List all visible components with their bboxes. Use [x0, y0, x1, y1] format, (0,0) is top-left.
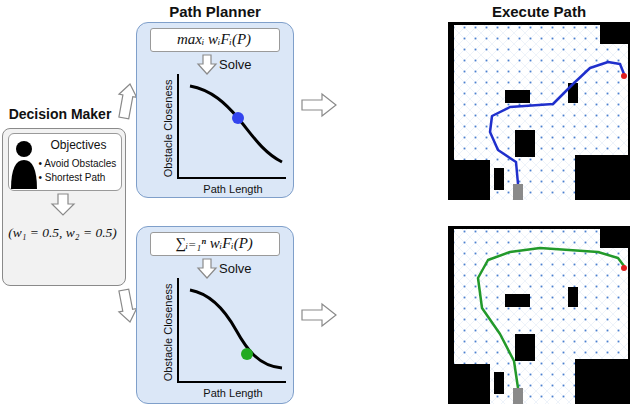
- flow-arrow: [302, 304, 336, 326]
- formula-box: maxᵢ wᵢFᵢ(P): [150, 28, 280, 52]
- axis-label: Path Length: [183, 387, 283, 400]
- solve-label: Solve: [219, 58, 263, 73]
- column-heading: Execute Path: [479, 3, 599, 20]
- planner-box: SolveObstacle ClosenessPath Length maxᵢ w…: [136, 22, 294, 198]
- decision-box: (w₁ = 0.5, w₂ = 0.5) Objectives • Avoid O…: [2, 128, 126, 286]
- formula-text: maxᵢ wᵢFᵢ(P): [151, 31, 278, 48]
- objective-item: • Avoid Obstacles: [39, 158, 117, 170]
- planner-box: SolveObstacle ClosenessPath Length ∑ᵢ₌₁ⁿ …: [136, 226, 294, 404]
- column-heading: Path Planner: [155, 3, 275, 20]
- weights-text: (w₁ = 0.5, w₂ = 0.5): [3, 225, 122, 241]
- column-heading: Decision Maker: [0, 106, 120, 122]
- map-top: [448, 22, 630, 200]
- objectives-box: Objectives • Avoid Obstacles • Shortest Pa…: [8, 133, 123, 191]
- axis-label: Obstacle Closeness: [162, 277, 175, 389]
- flow-arrow: [302, 94, 336, 116]
- formula-text: ∑ᵢ₌₁ⁿ wᵢFᵢ(P): [151, 235, 278, 252]
- map-bottom: [448, 226, 630, 404]
- objective-item: • Shortest Path: [39, 172, 106, 184]
- objectives-heading: Objectives: [39, 139, 119, 153]
- solve-label: Solve: [219, 262, 263, 277]
- flow-arrow: [119, 84, 137, 119]
- axis-label: Path Length: [183, 183, 283, 196]
- flow-arrow: [119, 289, 137, 322]
- formula-box: ∑ᵢ₌₁ⁿ wᵢFᵢ(P): [150, 232, 280, 256]
- axis-label: Obstacle Closeness: [162, 73, 175, 185]
